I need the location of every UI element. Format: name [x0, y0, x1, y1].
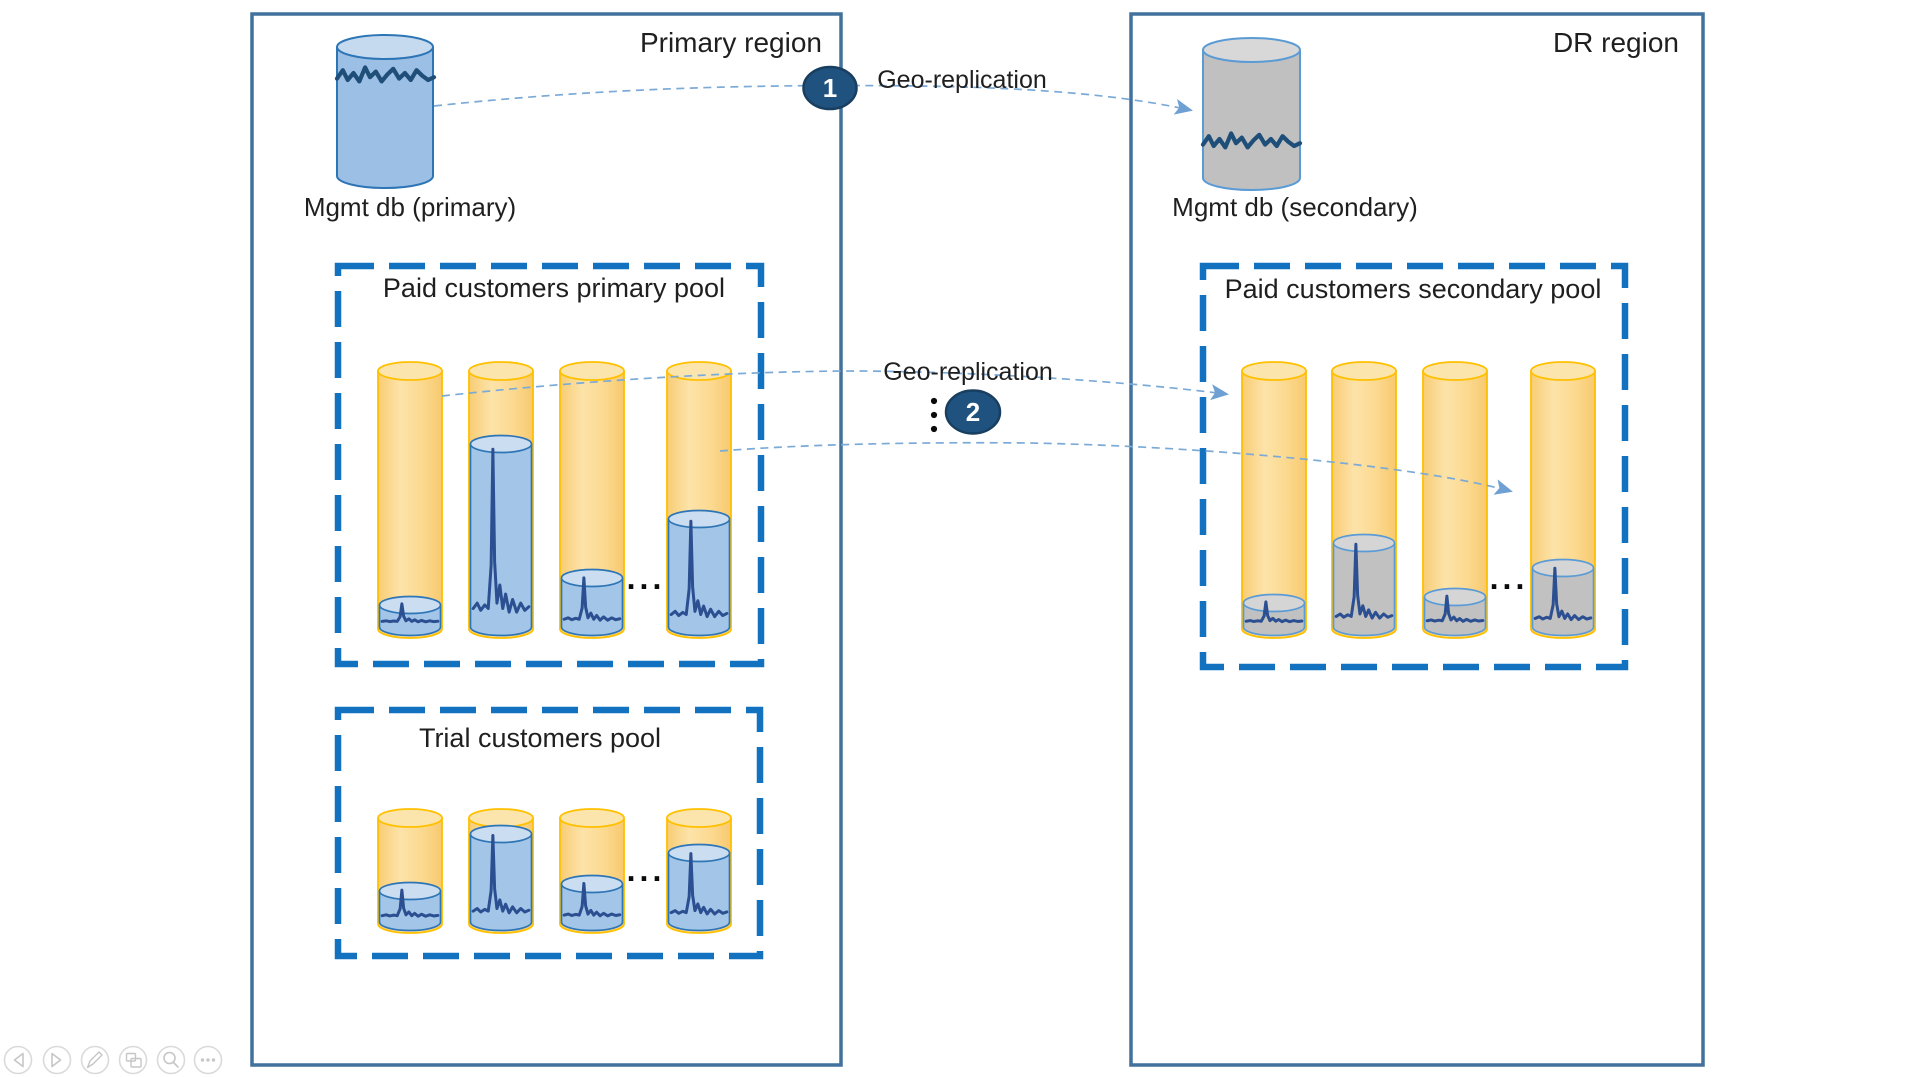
geo-replication-arrow-pool-2 [719, 441, 1513, 495]
paid-primary-pool-cylinders [377, 361, 732, 639]
vertical-ellipsis-icon [930, 397, 938, 433]
paid-secondary-pool-title: Paid customers secondary pool [1225, 274, 1602, 304]
primary-region-box [250, 12, 843, 1067]
database-cylinder-gray [1242, 593, 1306, 637]
pool-cylinder [1241, 361, 1307, 639]
database-cylinder [667, 843, 731, 932]
slide-sorter-icon [125, 1052, 142, 1068]
primary-region-title: Primary region [640, 27, 822, 58]
paid-primary-more-dots: ... [627, 560, 666, 596]
geo-replication-arrow-mgmt [433, 84, 1193, 115]
trial-pool-cylinders [377, 808, 732, 934]
zoom-button[interactable] [156, 1045, 186, 1075]
pen-icon [86, 1051, 103, 1069]
database-cylinder [378, 595, 442, 637]
database-cylinder-gray [1531, 558, 1595, 637]
database-cylinder [469, 824, 533, 932]
previous-slide-button[interactable] [3, 1045, 33, 1075]
mgmt-db-primary-cylinder [337, 34, 434, 189]
database-cylinder [469, 434, 533, 637]
presenter-toolbar [3, 1045, 223, 1075]
ellipsis-icon [200, 1058, 216, 1062]
mgmt-db-primary-label: Mgmt db (primary) [304, 192, 516, 222]
mgmt-db-secondary-label: Mgmt db (secondary) [1172, 192, 1418, 222]
database-cylinder [378, 881, 442, 932]
trial-more-dots: ... [627, 852, 666, 888]
geo-replication-arrow-pool-1 [441, 370, 1229, 401]
slide-sorter-button[interactable] [118, 1045, 148, 1075]
dr-region-box [1129, 12, 1705, 1067]
database-cylinder [560, 874, 624, 932]
more-options-button[interactable] [193, 1045, 223, 1075]
pool-cylinder [377, 361, 443, 639]
trial-pool-box [334, 706, 764, 960]
step-badge-1-number: 1 [823, 73, 837, 103]
magnifier-icon [163, 1051, 179, 1068]
database-cylinder-gray [1423, 587, 1487, 637]
next-slide-button[interactable] [42, 1045, 72, 1075]
paid-secondary-pool-box [1199, 262, 1629, 671]
database-cylinder [560, 568, 624, 637]
paid-secondary-pool-cylinders [1241, 361, 1596, 639]
database-cylinder [667, 509, 731, 637]
step-badge-1: 1 [802, 65, 858, 111]
mgmt-db-secondary-cylinder [1203, 37, 1300, 191]
pool-cylinder [1422, 361, 1488, 639]
geo-replication-label-2: Geo-replication [883, 358, 1053, 386]
paid-primary-pool-box [334, 262, 765, 668]
step-badge-2-number: 2 [966, 397, 980, 427]
paid-primary-pool-title: Paid customers primary pool [383, 273, 725, 303]
trial-pool-title: Trial customers pool [419, 723, 661, 753]
geo-replication-label-1: Geo-replication [877, 66, 1047, 94]
dr-region-title: DR region [1553, 27, 1679, 58]
previous-slide-icon [13, 1052, 24, 1068]
next-slide-icon [51, 1052, 62, 1068]
step-badge-2: 2 [944, 389, 1002, 435]
database-cylinder-gray [1332, 533, 1396, 637]
paid-secondary-more-dots: ... [1490, 560, 1529, 596]
pen-tool-button[interactable] [80, 1045, 110, 1075]
